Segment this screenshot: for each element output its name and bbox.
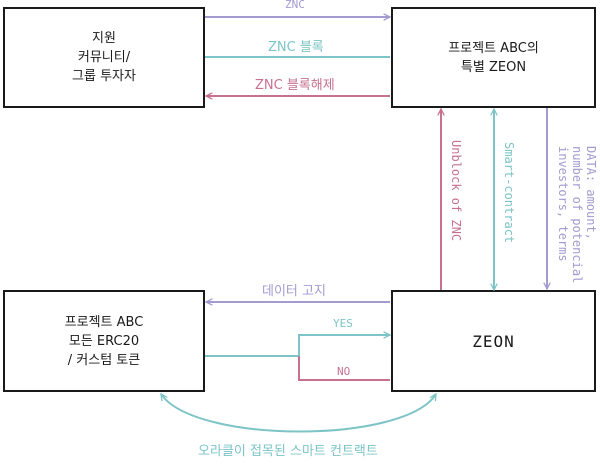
- yes-path: [298, 335, 390, 356]
- no-label: NO: [337, 365, 351, 378]
- box-line: 프로젝트 ABC: [64, 314, 144, 330]
- box-line: 모든 ERC20: [68, 333, 140, 349]
- data-label-line: DATA: amount,: [584, 146, 598, 240]
- data-notice-label: 데이터 고지: [262, 284, 326, 299]
- box-line: 프로젝트 ABC의: [448, 40, 539, 56]
- oracle-label: 오라클이 접목된 스마트 컨트랙트: [198, 444, 378, 459]
- box-line: / 커스텀 토큰: [67, 352, 141, 368]
- box-line: 특별 ZEON: [460, 59, 527, 75]
- data-label-line: investors, terms: [556, 146, 570, 262]
- data-label: DATA: amount, number of potencial invest…: [556, 146, 598, 283]
- box-line: 그룹 투자자: [72, 69, 136, 84]
- data-label-line: number of potencial: [570, 146, 584, 284]
- oracle-curve: [160, 394, 437, 433]
- unblock-label: Unblock of ZNC: [449, 140, 463, 242]
- znc-label: ZNC: [285, 0, 305, 11]
- support-community-box: 지원 커뮤니티/ 그룹 투자자: [3, 7, 205, 108]
- zeon-box: ZEON: [391, 290, 596, 392]
- project-tokens-box: 프로젝트 ABC 모든 ERC20 / 커스텀 토큰: [3, 290, 205, 392]
- znc-unlock-label: ZNC 블록해제: [255, 78, 335, 93]
- box-line: ZEON: [472, 331, 515, 351]
- box-line: 커뮤니티/: [77, 50, 131, 65]
- znc-lock-label: ZNC 블록: [268, 40, 324, 55]
- smart-contract-label: Smart-contract: [502, 142, 516, 244]
- box-line: 지원: [92, 31, 116, 46]
- yes-label: YES: [333, 317, 353, 330]
- no-path: [298, 356, 390, 381]
- special-zeon-box: 프로젝트 ABC의 특별 ZEON: [391, 7, 596, 108]
